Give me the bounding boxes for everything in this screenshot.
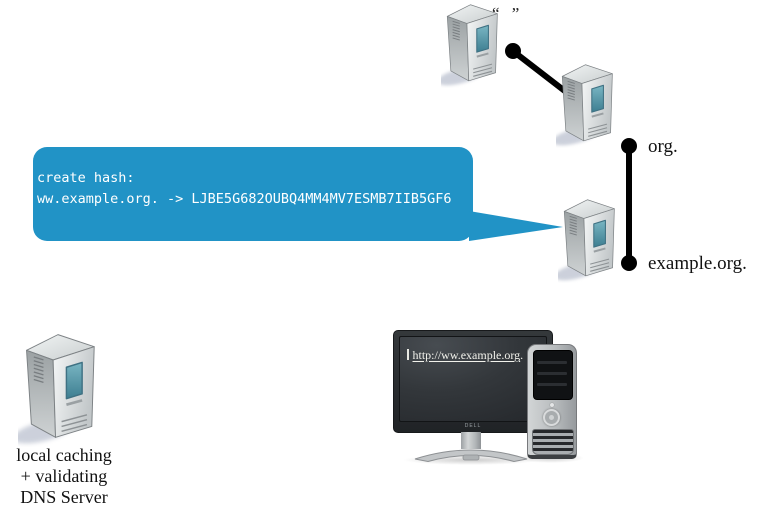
browser-url-text: http://ww.example.org. [407,348,523,363]
example-dns-server-icon [558,197,626,283]
drive-bay-slat [537,383,567,386]
delegation-dot-org [621,138,637,154]
delegation-dot-root [505,43,521,59]
org-dns-server-icon [556,62,624,148]
tower-drive-bays [533,350,573,400]
text-cursor [407,349,409,360]
monitor-stand-neck [461,432,481,449]
tower-vent-grille [532,429,574,455]
local-server-label-line-3: DNS Server [20,487,108,507]
drive-bay-slat [537,361,567,364]
bubble-text-line-2: ww.example.org. -> LJBE5G682OUBQ4MM4MV7E… [37,191,452,207]
create-hash-speech-bubble: create hash: ww.example.org. -> LJBE5G68… [33,147,473,241]
desktop-tower [527,344,577,459]
url-trailing-dot: . [520,348,524,362]
example-zone-label: example.org. [648,253,747,274]
local-dns-server-icon [18,331,110,447]
local-server-label: local caching + validating DNS Server [2,445,126,508]
tower-emblem [543,409,560,426]
delegation-dot-example [621,255,637,271]
client-monitor: http://ww.example.org. DELL [393,330,553,433]
local-server-label-line-1: local caching [16,445,112,465]
local-server-label-line-2: + validating [20,466,108,486]
drive-bay-slat [537,372,567,375]
org-zone-label: org. [648,136,678,157]
monitor-brand-logo: DELL [464,423,482,429]
url-link-text: http://ww.example.org [412,348,521,362]
connector-org-to-example [626,146,632,264]
monitor-screen: http://ww.example.org. [399,336,547,422]
tower-power-button [550,403,554,407]
bubble-text-line-1: create hash: [37,170,135,186]
root-zone-label: “ ” [492,4,524,23]
speech-bubble-tail [469,211,563,241]
monitor-stand-base [414,449,528,463]
